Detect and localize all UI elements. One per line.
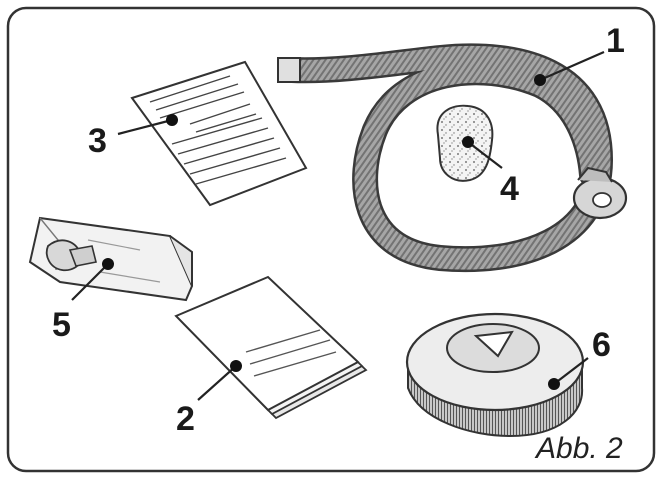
figure-caption: Abb. 2: [534, 432, 623, 465]
safety-leaflet-illustration: [130, 60, 308, 207]
callout-number-1: 1: [606, 22, 625, 60]
drain-hose-illustration: [277, 43, 628, 273]
callout-number-6: 6: [592, 326, 611, 364]
callout-number-2: 2: [176, 400, 195, 438]
hose-connector-end: [572, 166, 628, 220]
callout-number-5: 5: [52, 306, 71, 344]
callout-number-3: 3: [88, 122, 107, 160]
callout-number-4: 4: [500, 170, 519, 208]
operating-manual-illustration: [174, 275, 368, 420]
callout-lines: [71, 50, 605, 401]
hose-straight-end: [277, 57, 301, 83]
floor-brush-illustration: [405, 312, 585, 438]
